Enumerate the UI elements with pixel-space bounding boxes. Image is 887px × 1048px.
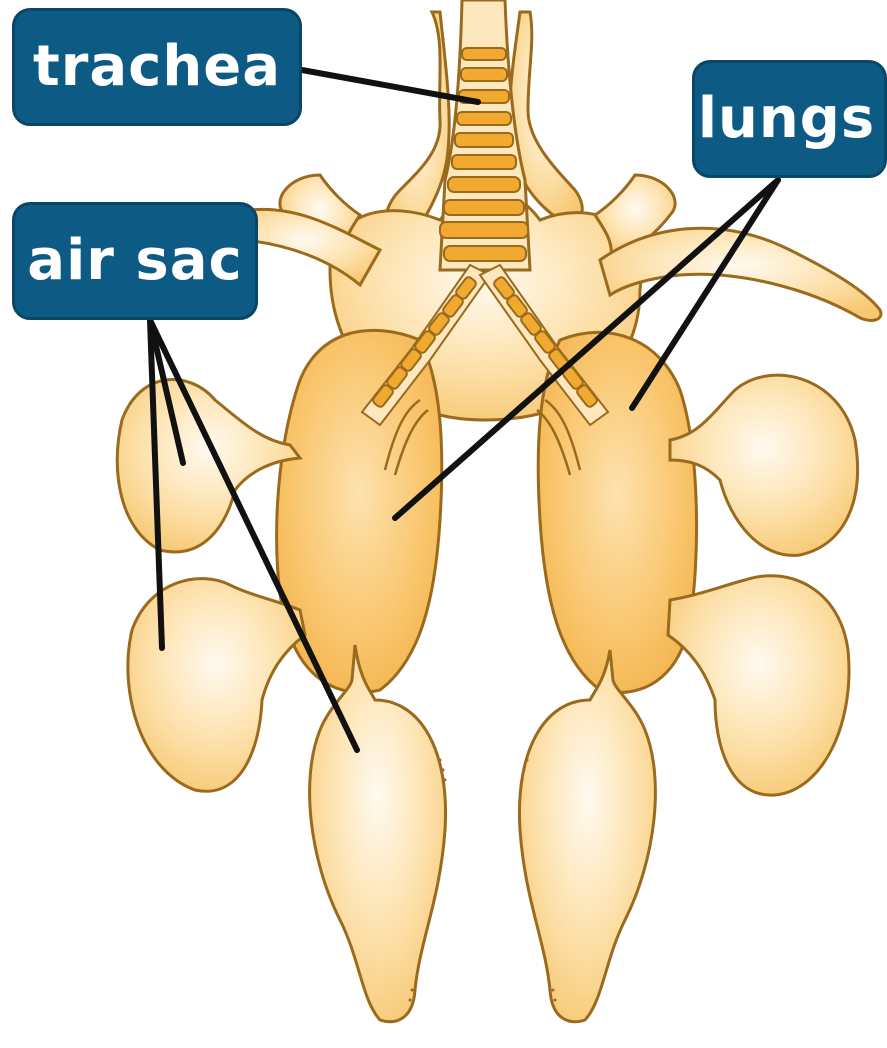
left-upper-air-sac (117, 380, 300, 552)
right-upper-air-sac (670, 375, 858, 555)
left-abdominal-air-sac (310, 645, 446, 1022)
leader-trachea (302, 70, 478, 102)
air-sac-label: air sac (12, 202, 258, 320)
trachea-label: trachea (12, 8, 302, 126)
right-abdominal-air-sac (519, 650, 655, 1022)
left-lower-air-sac (128, 579, 305, 792)
lungs-label: lungs (692, 60, 887, 178)
right-lower-air-sac (668, 576, 849, 795)
